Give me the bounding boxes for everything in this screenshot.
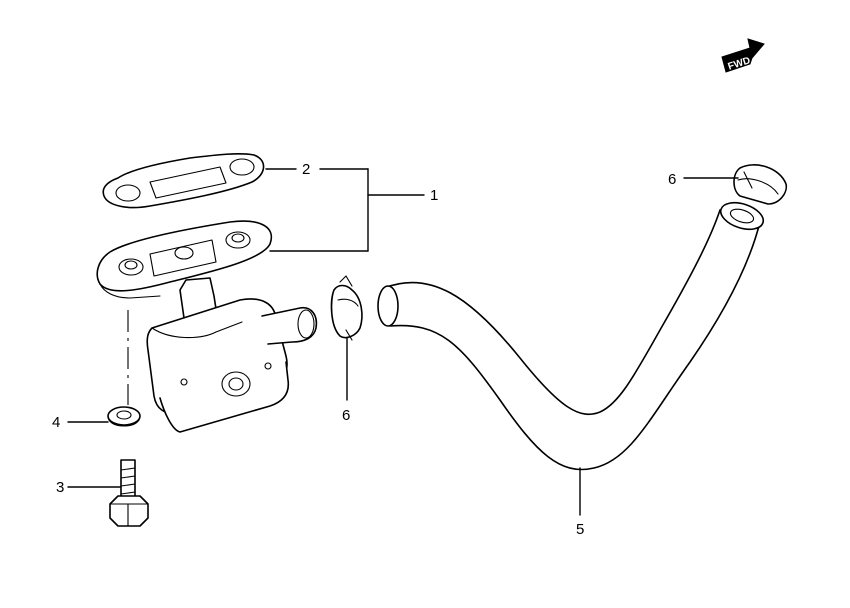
fuel-hose: [377, 201, 765, 471]
hose-clamp-left: [330, 275, 363, 341]
leader-lines: [67, 168, 739, 516]
fuel-valve-assembly: [96, 220, 318, 433]
hose-clamp-right: [733, 164, 788, 205]
callout-6-right: 6: [668, 171, 676, 188]
callout-4: 4: [52, 414, 60, 431]
fwd-direction-badge: FWD: [721, 38, 765, 73]
callout-6-left: 6: [342, 407, 350, 424]
gasket: [102, 152, 265, 209]
bolt: [109, 459, 149, 527]
callout-2: 2: [302, 161, 310, 178]
washer: [107, 406, 141, 427]
callout-5: 5: [576, 521, 584, 538]
callout-3: 3: [56, 479, 64, 496]
callout-1: 1: [430, 187, 438, 204]
